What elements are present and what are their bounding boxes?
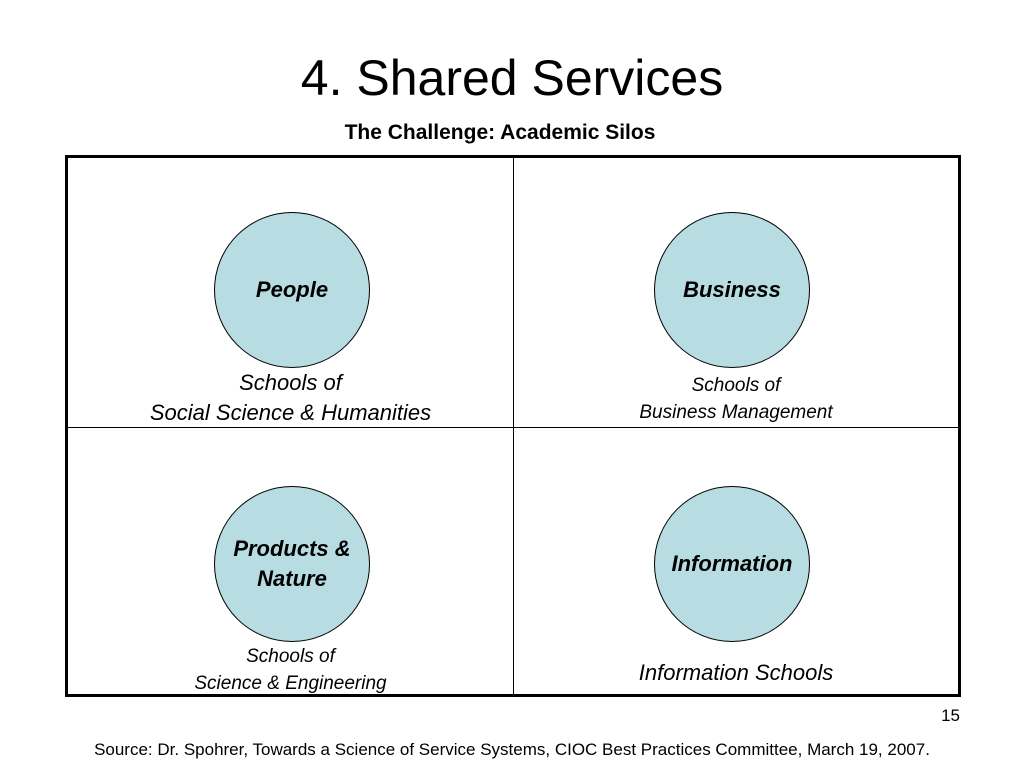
business-circle: Business xyxy=(654,212,810,368)
information-circle-label: Information xyxy=(671,551,793,576)
slide-subtitle: The Challenge: Academic Silos xyxy=(344,121,656,144)
information-caption: Information Schools xyxy=(514,658,958,688)
products-nature-caption-line-2: Science & Engineering xyxy=(194,673,387,694)
products-nature-circle-line-2: Nature xyxy=(257,566,327,591)
page-number: 15 xyxy=(941,706,960,725)
vertical-divider xyxy=(513,158,514,694)
horizontal-divider xyxy=(68,427,958,428)
business-caption-line-2: Business Management xyxy=(639,402,833,423)
people-caption-line-2: Social Science & Humanities xyxy=(149,400,432,425)
business-caption-line-1: Schools of xyxy=(691,375,781,396)
people-circle: People xyxy=(214,212,370,368)
silos-grid: People Schools of Social Science & Human… xyxy=(65,155,961,697)
business-circle-label: Business xyxy=(683,277,781,302)
products-nature-circle: Products & Nature xyxy=(214,486,370,642)
people-caption-line-1: Schools of xyxy=(239,370,342,395)
products-nature-caption: Schools of Science & Engineering xyxy=(68,643,513,697)
business-caption: Schools of Business Management xyxy=(514,372,958,426)
people-circle-label: People xyxy=(255,277,329,302)
products-nature-caption-line-1: Schools of xyxy=(246,646,335,667)
information-caption-line-1: Information Schools xyxy=(638,660,834,685)
people-caption: Schools of Social Science & Humanities xyxy=(68,368,513,428)
products-nature-circle-line-1: Products & xyxy=(233,536,351,561)
information-circle: Information xyxy=(654,486,810,642)
source-citation: Source: Dr. Spohrer, Towards a Science o… xyxy=(94,740,930,759)
slide-title: 4. Shared Services xyxy=(300,50,724,106)
